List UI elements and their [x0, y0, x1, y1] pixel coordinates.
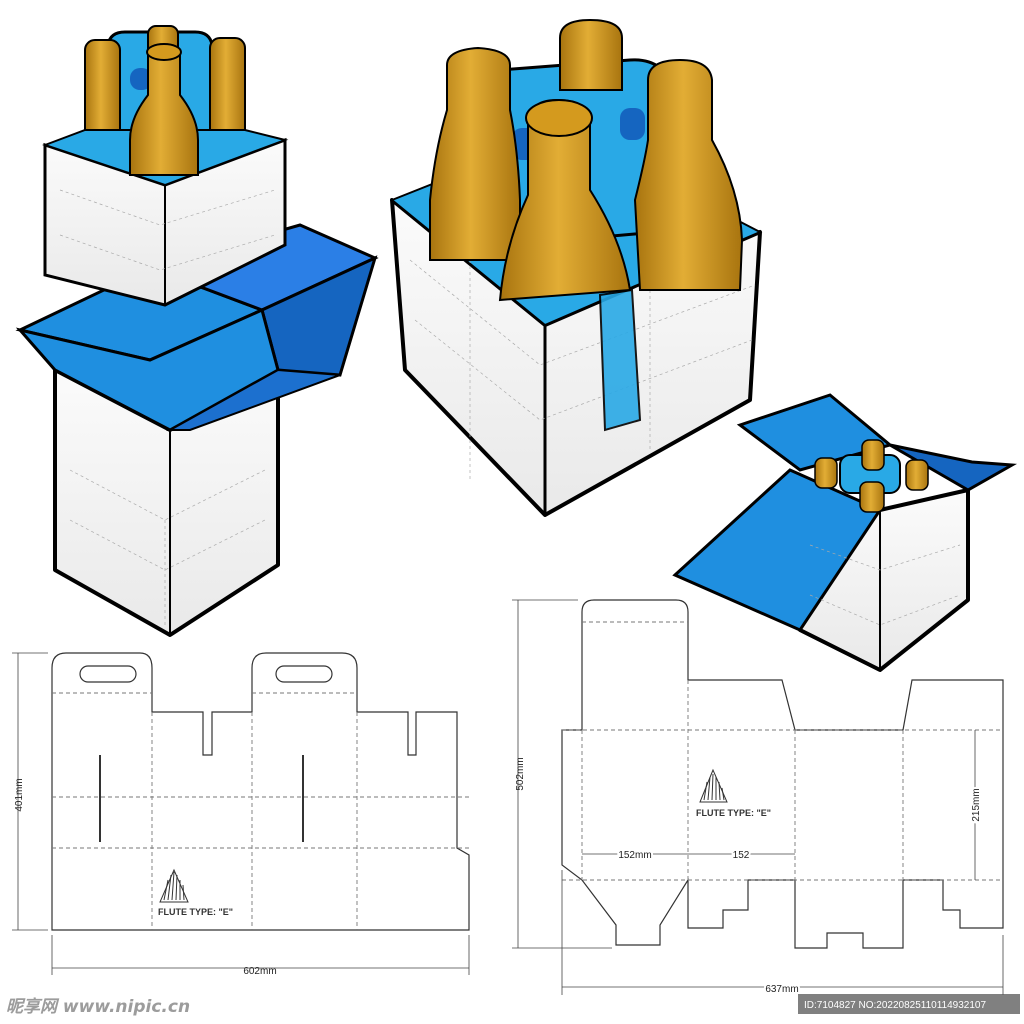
bottle-back-right-large: [559, 18, 623, 91]
bottle-right-large: [633, 58, 744, 291]
carrier-fold-lines: [59, 189, 276, 271]
carrier-top-left: [42, 25, 289, 307]
bottle-back-left-large: [429, 46, 521, 261]
left-height-label: 401mm: [14, 778, 25, 811]
dieline-left-slits: [99, 755, 304, 842]
dieline-right-outline: [561, 599, 1004, 949]
bottle-front: [129, 43, 199, 176]
handle-hole: [130, 68, 152, 90]
watermark-id-bg: [798, 994, 1020, 1014]
small-bottle-2: [861, 439, 885, 471]
small-bottle-1: [814, 457, 838, 489]
left-handle-slot-2: [275, 665, 333, 683]
right-panel-label-1: 152mm: [618, 850, 651, 861]
left-width-label: 602mm: [243, 966, 276, 977]
open-box-right-flap-side: [889, 443, 1018, 492]
dieline-left-folds: [52, 692, 469, 930]
open-box-right: [672, 393, 1018, 672]
small-bottle-4: [859, 481, 885, 513]
bottle-front-large: [498, 98, 632, 302]
watermark-id: ID:7104827 NO:20220825110114932107: [804, 1000, 986, 1011]
right-panel-height-label: 215mm: [971, 788, 982, 821]
watermark-site: 昵享网 www.nipic.cn: [6, 997, 190, 1017]
dieline-right-folds: [562, 621, 1003, 881]
dieline-left: FLUTE TYPE: "E" 401mm 602mm: [12, 652, 470, 977]
flute-icon-left: [159, 868, 189, 903]
right-height-label: 502mm: [515, 757, 526, 790]
flute-icon-right: [699, 768, 728, 803]
left-handle-slot-1: [79, 665, 137, 683]
dieline-left-outline: [51, 652, 470, 931]
small-bottle-3: [905, 459, 929, 491]
assembled-divider: [598, 288, 642, 432]
assembled-handle-hole-right: [620, 108, 645, 140]
dieline-right: FLUTE TYPE: "E" 152mm 152 215mm 502mm 63…: [512, 599, 1004, 997]
right-panel-label-2: 152: [733, 850, 750, 861]
lower-box-fold-lines: [69, 469, 266, 625]
assembled-carrier: [390, 18, 763, 517]
open-box-right-fold-lines: [809, 544, 961, 626]
lower-box-flap-tab: [166, 368, 341, 431]
flute-label-left: FLUTE TYPE: "E": [158, 907, 233, 917]
flute-label-right: FLUTE TYPE: "E": [696, 808, 771, 818]
right-width-label: 637mm: [765, 984, 798, 995]
